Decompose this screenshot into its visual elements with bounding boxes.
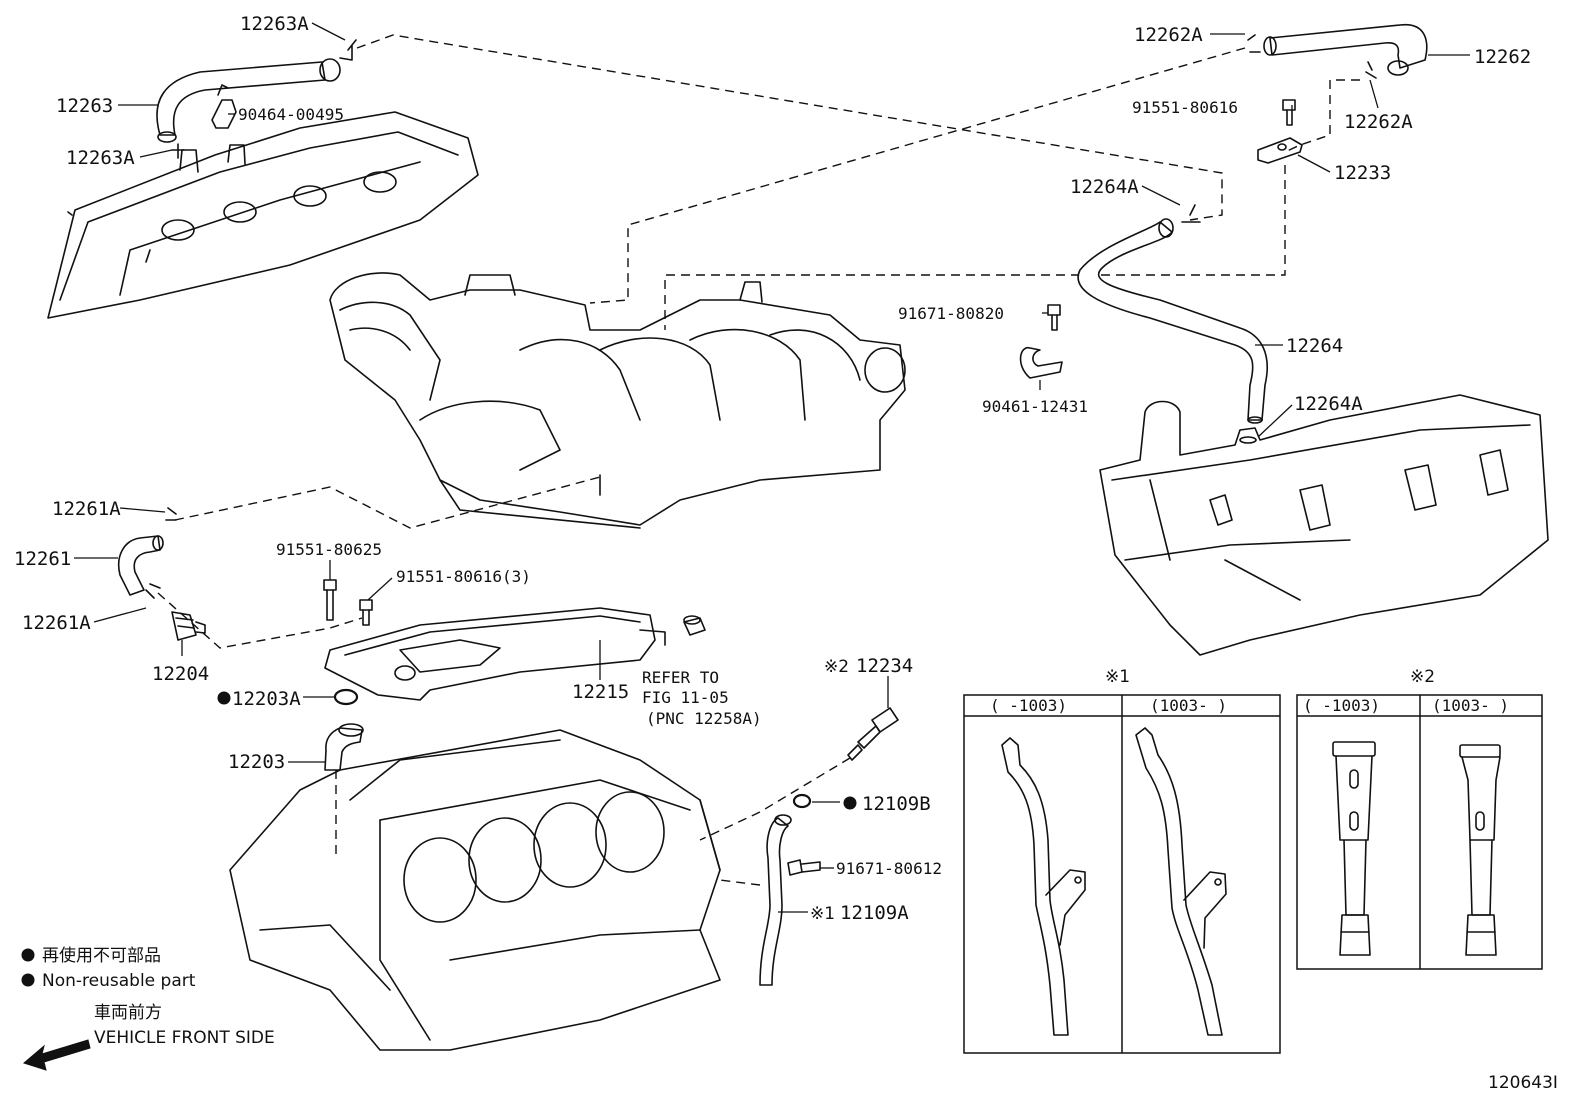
- variant-table-1-mark: ※1: [1105, 667, 1130, 687]
- label-12234: 12234: [856, 655, 913, 677]
- label-12261A-bottom: 12261A: [22, 612, 91, 634]
- label-12203A: 12203A: [232, 688, 301, 710]
- pipe-12203: [324, 723, 364, 771]
- oil-gauge-12234: [847, 707, 899, 761]
- gasket-12203A: [333, 688, 359, 706]
- label-91551-80625: 91551-80625: [276, 540, 382, 559]
- bracket-12233: [1257, 137, 1303, 164]
- cylinder-block: [229, 729, 721, 1051]
- label-12262A-top: 12262A: [1134, 24, 1203, 46]
- label-12261A-top: 12261A: [52, 498, 121, 520]
- part-labels: 12263A 12263 90464-00495 12263A 12262A 1…: [14, 13, 1531, 924]
- label-91551-80616-3: 91551-80616(3): [396, 567, 531, 586]
- oil-gauge-old: [1332, 741, 1376, 956]
- bolt-91671-80612: [787, 859, 821, 876]
- direction-text-en: VEHICLE FRONT SIDE: [94, 1028, 275, 1048]
- label-12109A-mark: ※1: [810, 904, 835, 924]
- clip-90461-12431: [1019, 347, 1063, 379]
- variant-table-2: ※2 ( -1003) (1003- ): [1296, 667, 1543, 970]
- bolt-91551-80616-set: [359, 599, 373, 626]
- label-12263A-bottom: 12263A: [66, 147, 135, 169]
- label-91671-80612: 91671-80612: [836, 859, 942, 878]
- hose-12264: [1077, 204, 1269, 424]
- label-12109A: 12109A: [840, 902, 909, 924]
- clamp-12264A-bottom: [1239, 436, 1257, 444]
- connection-dashed-lines: [157, 34, 1360, 886]
- o-ring-12109B: [792, 793, 812, 809]
- label-12109B: 12109B: [862, 793, 931, 815]
- variant-table-2-col-left: ( -1003): [1303, 696, 1380, 715]
- clamp-90464-00495: [211, 84, 237, 129]
- label-refer-line2: FIG 11-05: [642, 688, 729, 707]
- label-91671-80820: 91671-80820: [898, 304, 1004, 323]
- pcv-valve-12204: [171, 611, 206, 641]
- gauge-guide-12109A: [759, 814, 792, 986]
- bolt-91551-80616-right: [1282, 99, 1296, 126]
- label-12263A-top: 12263A: [240, 13, 309, 35]
- label-12233: 12233: [1334, 162, 1391, 184]
- non-reusable-dot-12109B: [843, 796, 857, 810]
- oil-separator-12215: [324, 607, 666, 701]
- label-refer-line3: (PNC 12258A): [646, 709, 762, 728]
- guide-bracket-old: [1045, 869, 1086, 946]
- label-12263: 12263: [56, 95, 113, 117]
- legend-text-jp: 再使用不可部品: [42, 945, 161, 966]
- guide-pipe-old: [1001, 737, 1069, 1036]
- label-12264: 12264: [1286, 335, 1343, 357]
- variant-table-1: ※1 ( -1003) (1003- ): [963, 667, 1281, 1054]
- grommet-refer-fig-11-05: [683, 615, 706, 636]
- label-12264A-bottom: 12264A: [1294, 393, 1363, 415]
- variant-table-2-mark: ※2: [1410, 667, 1435, 687]
- oil-gauge-new: [1459, 744, 1501, 956]
- legend: 再使用不可部品 Non-reusable part: [21, 945, 196, 991]
- label-12234-mark: ※2: [824, 657, 849, 677]
- intake-manifold: [329, 272, 906, 529]
- variant-table-1-col-left: ( -1003): [990, 696, 1067, 715]
- bolt-91551-80625: [323, 579, 337, 621]
- hose-12262: [1247, 23, 1428, 79]
- guide-bracket-new: [1183, 871, 1227, 949]
- direction-text-jp: 車両前方: [94, 1003, 162, 1023]
- left-cylinder-head-cover: [47, 111, 479, 319]
- bolt-91671-80820: [1047, 304, 1061, 331]
- guide-pipe-new: [1135, 727, 1223, 1036]
- legend-dot-en: [21, 973, 35, 987]
- vehicle-front-direction: 車両前方 VEHICLE FRONT SIDE: [22, 1003, 275, 1071]
- label-12204: 12204: [152, 663, 209, 685]
- figure-id: 120643I: [1488, 1073, 1558, 1093]
- variant-table-1-col-right: (1003- ): [1150, 696, 1227, 715]
- label-91551-80616: 91551-80616: [1132, 98, 1238, 117]
- label-12203: 12203: [228, 751, 285, 773]
- right-cylinder-head-cover: [1099, 394, 1549, 656]
- label-12262A-bottom: 12262A: [1344, 111, 1413, 133]
- hose-12263: [156, 39, 357, 159]
- label-12261: 12261: [14, 548, 71, 570]
- label-refer-line1: REFER TO: [642, 668, 719, 687]
- variant-table-2-col-right: (1003- ): [1432, 696, 1509, 715]
- non-reusable-dot-12203A: [217, 691, 231, 705]
- legend-dot-jp: [21, 948, 35, 962]
- label-12215: 12215: [572, 681, 629, 703]
- leader-lines: [74, 22, 1470, 913]
- front-arrow-icon: [22, 1039, 91, 1071]
- legend-text-en: Non-reusable part: [42, 971, 196, 991]
- label-12262: 12262: [1474, 46, 1531, 68]
- label-90464-00495: 90464-00495: [238, 105, 344, 124]
- label-12264A-top: 12264A: [1070, 176, 1139, 198]
- hose-12261: [118, 507, 177, 599]
- label-90461-12431: 90461-12431: [982, 397, 1088, 416]
